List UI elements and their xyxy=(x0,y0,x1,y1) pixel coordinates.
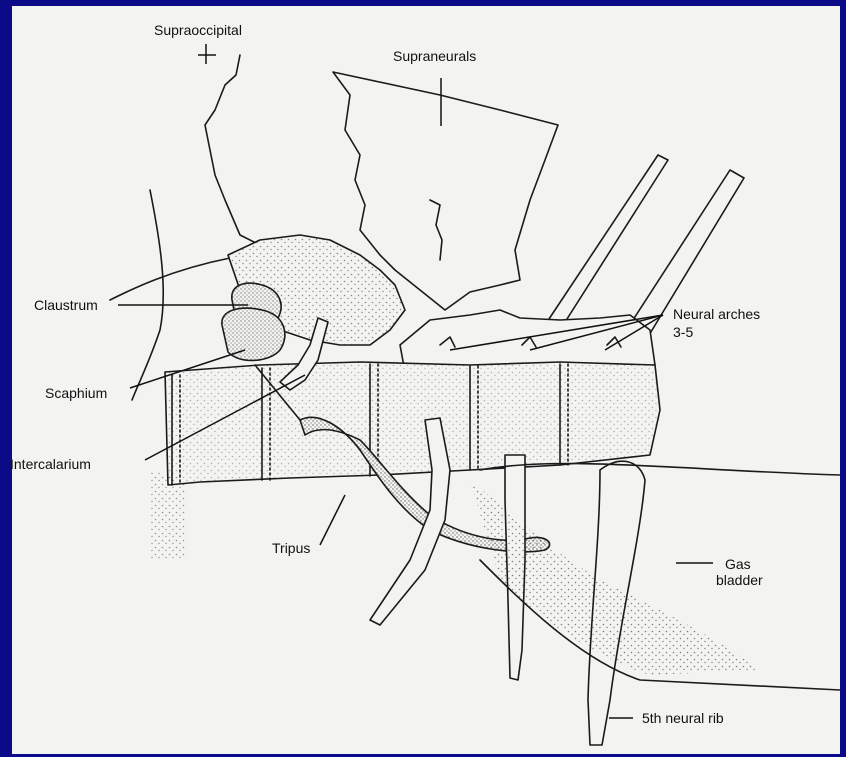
intercalarium-label: Intercalarium xyxy=(10,456,91,472)
supraoccipital-outline xyxy=(132,190,163,400)
gas-bladder-label-line2: bladder xyxy=(716,572,763,588)
supraneurals-label: Supraneurals xyxy=(393,48,476,64)
tripus-label: Tripus xyxy=(272,540,310,556)
scaphium-label: Scaphium xyxy=(45,385,107,401)
neural-arches-label-line2: 3-5 xyxy=(673,324,693,340)
skull-outline xyxy=(205,55,260,245)
gas-bladder-label-line1: Gas xyxy=(725,556,751,572)
fifth-neural-rib-label: 5th neural rib xyxy=(642,710,724,726)
claustrum-label: Claustrum xyxy=(34,297,98,313)
skull-ledge xyxy=(110,258,230,300)
supraoccipital-label: Supraoccipital xyxy=(154,22,242,38)
neural-arches-label-line1: Neural arches xyxy=(673,306,760,322)
